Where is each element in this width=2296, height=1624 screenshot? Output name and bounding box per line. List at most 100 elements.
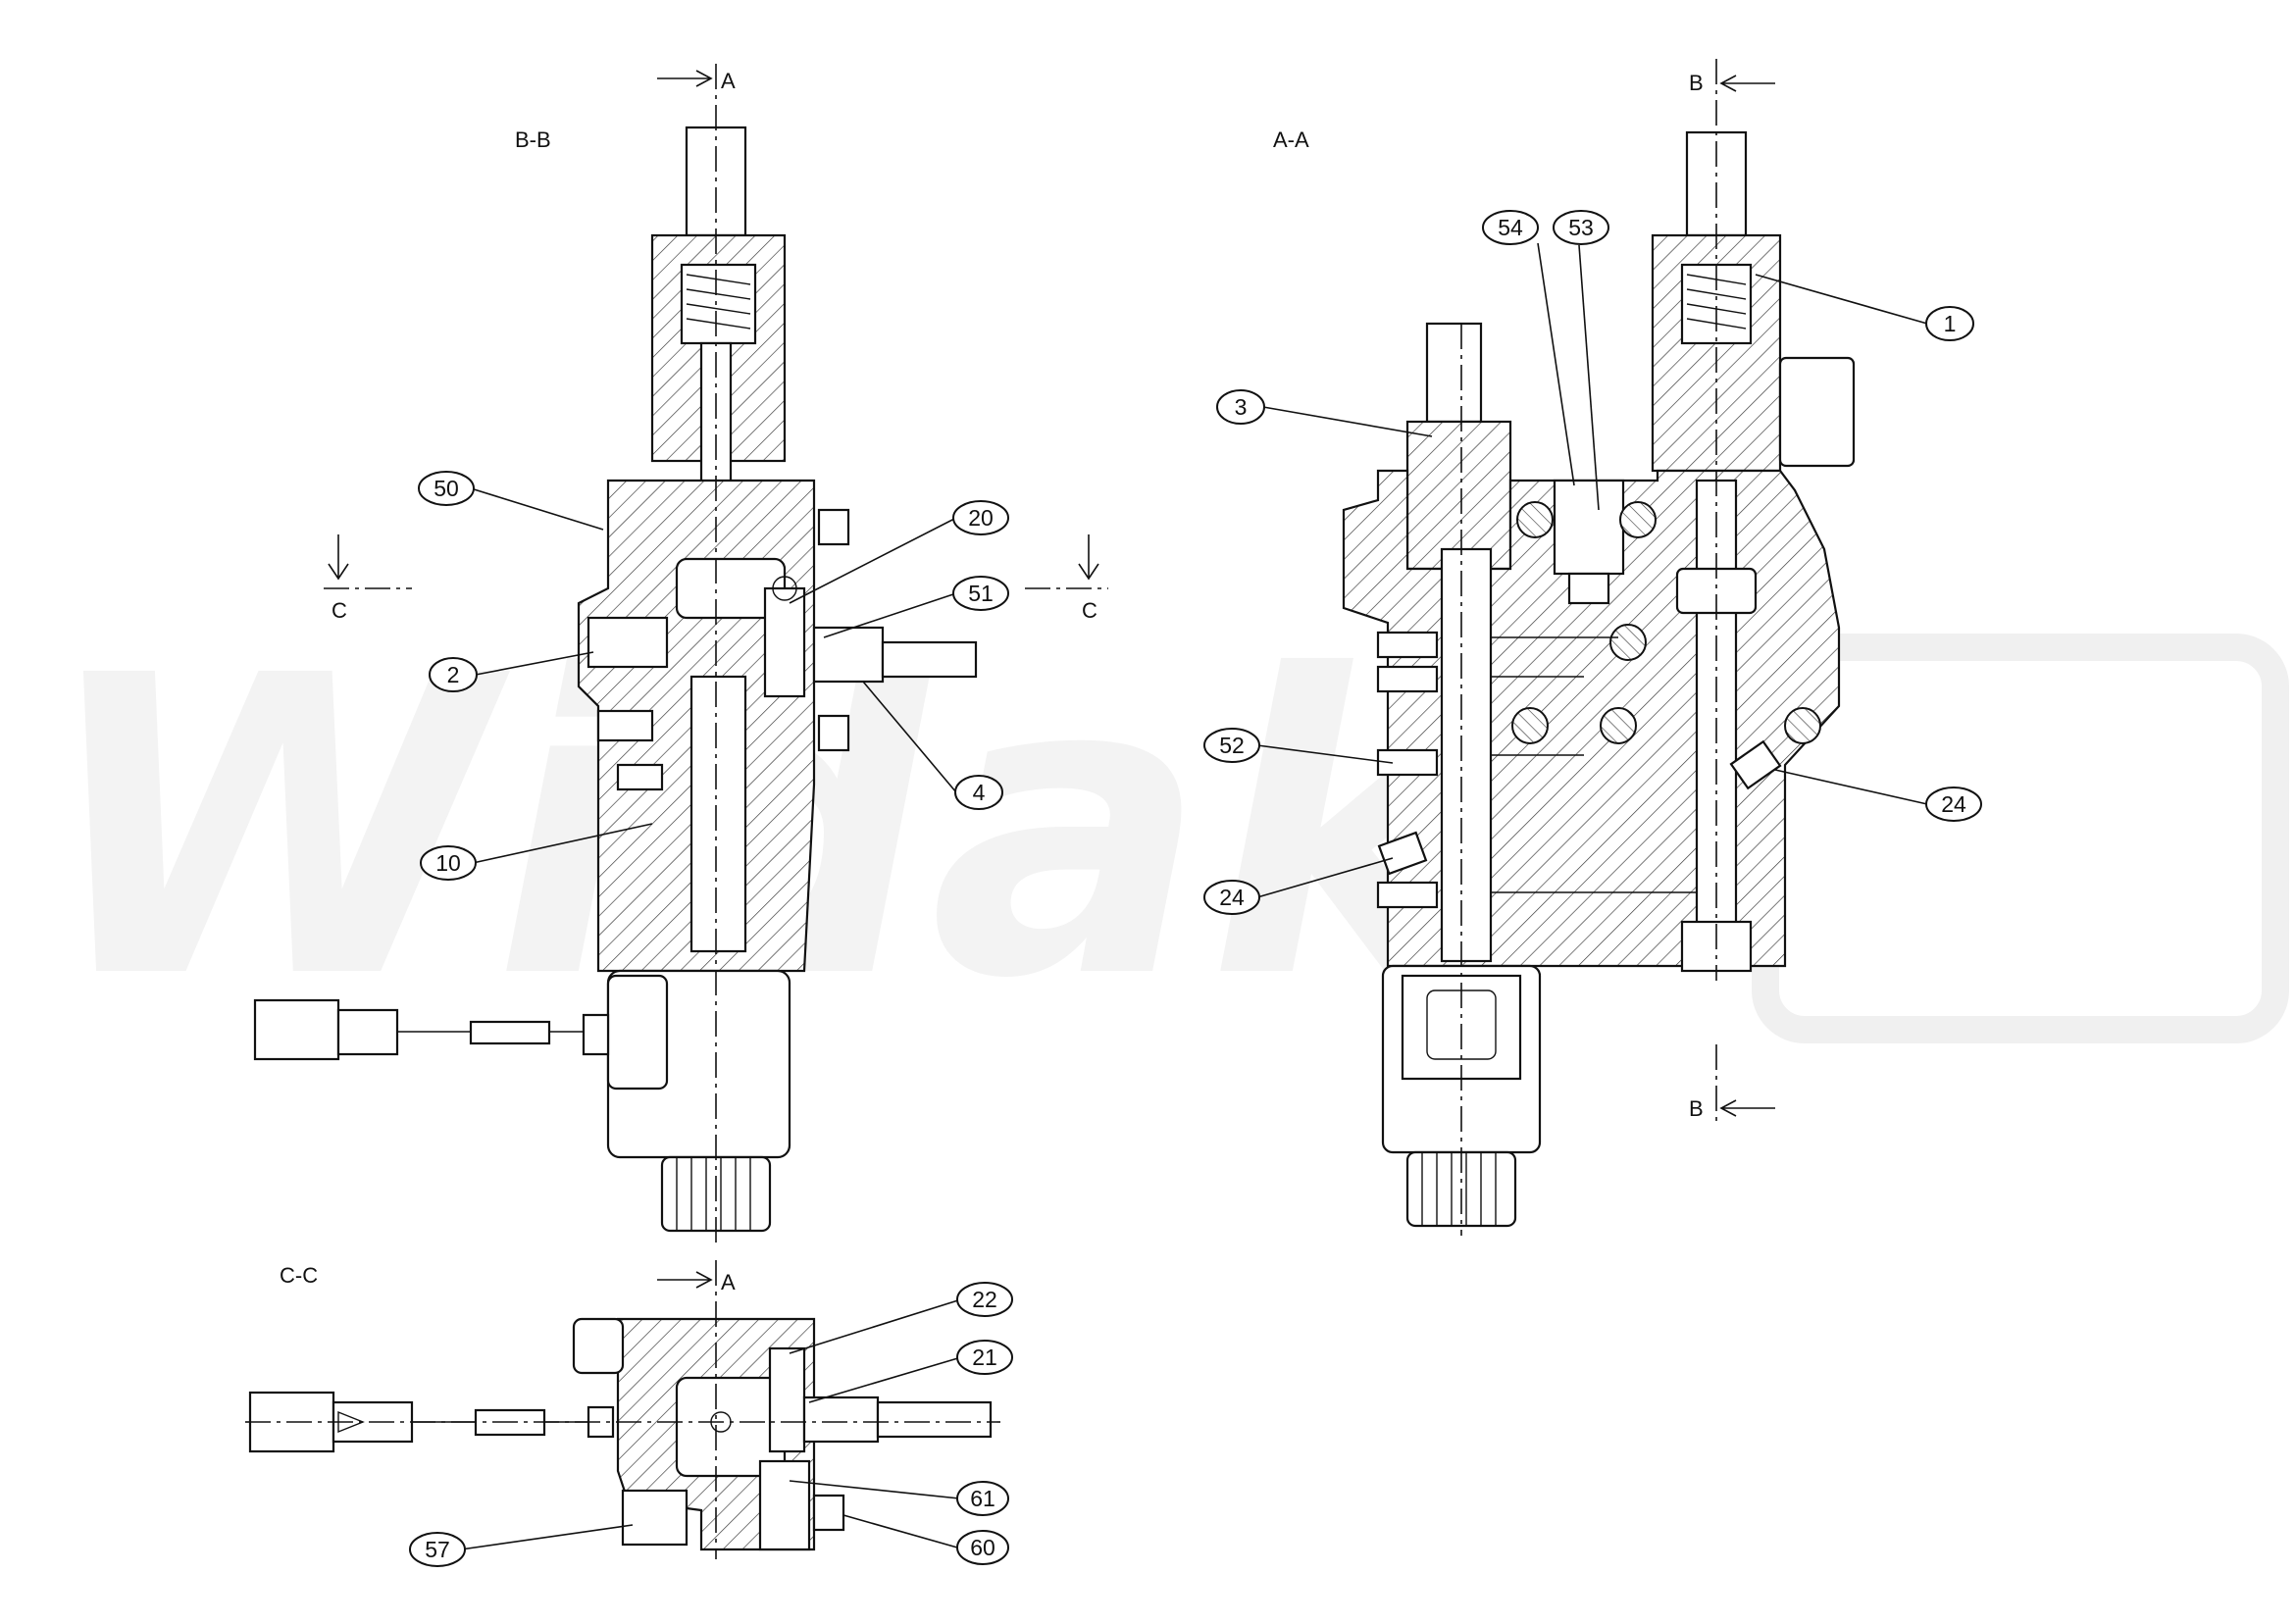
balloon-10 bbox=[420, 845, 477, 881]
balloon-1 bbox=[1925, 306, 1974, 341]
aa-check-24-right bbox=[1729, 739, 1782, 790]
aa-hole-3 bbox=[1609, 624, 1647, 661]
bb-spring-chamber bbox=[680, 263, 757, 345]
leader-2 bbox=[475, 651, 594, 676]
aa-section-b-bottom-letter: B bbox=[1689, 1096, 1704, 1121]
balloon-24-left bbox=[1203, 880, 1260, 915]
aa-port-plug-2 bbox=[1376, 665, 1439, 693]
balloon-22-label: 22 bbox=[972, 1287, 997, 1312]
cc-fitting-tip bbox=[876, 1400, 993, 1439]
balloon-53 bbox=[1553, 210, 1609, 245]
balloon-3-label: 3 bbox=[1235, 394, 1248, 420]
leader-10 bbox=[472, 823, 653, 864]
bb-cable-gland bbox=[582, 1013, 610, 1056]
leader-24-right bbox=[1774, 769, 1928, 805]
aa-section-b-top-letter: B bbox=[1689, 71, 1704, 95]
leader-22 bbox=[789, 1298, 962, 1354]
cc-fitting-21 bbox=[802, 1396, 880, 1444]
aa-left-bore bbox=[1440, 547, 1493, 963]
balloon-21-label: 21 bbox=[972, 1345, 997, 1370]
aa-hole-5 bbox=[1600, 707, 1637, 744]
balloon-61-label: 61 bbox=[970, 1486, 995, 1511]
balloon-60 bbox=[956, 1530, 1009, 1565]
bb-fitting-4-tip bbox=[881, 640, 978, 679]
balloon-61 bbox=[956, 1481, 1009, 1516]
balloon-60-label: 60 bbox=[970, 1535, 995, 1560]
leader-52 bbox=[1256, 744, 1394, 764]
bb-pin bbox=[772, 576, 797, 601]
aa-left-cartridge-stem bbox=[1425, 322, 1483, 424]
view-aa: A-A bbox=[1203, 59, 1982, 1236]
balloon-51 bbox=[952, 576, 1009, 611]
leader-60 bbox=[842, 1514, 958, 1548]
balloon-4 bbox=[954, 775, 1003, 810]
cc-spool-22 bbox=[768, 1346, 806, 1453]
cc-section-a-letter: A bbox=[721, 1270, 736, 1294]
bb-plug-neck bbox=[336, 1008, 399, 1056]
aa-plug-53 bbox=[1553, 479, 1625, 576]
leader-54 bbox=[1537, 242, 1575, 486]
leader-24-left bbox=[1256, 857, 1394, 898]
balloon-52 bbox=[1203, 728, 1260, 763]
bb-section-c-right-arrow bbox=[1078, 534, 1099, 581]
balloon-53-label: 53 bbox=[1568, 215, 1594, 240]
balloon-10-label: 10 bbox=[435, 850, 461, 876]
balloon-2-label: 2 bbox=[447, 662, 460, 687]
cc-section-a-arrow bbox=[657, 1271, 713, 1289]
balloon-24-right-label: 24 bbox=[1941, 791, 1966, 817]
leader-51 bbox=[823, 592, 957, 638]
aa-hole-1 bbox=[1516, 501, 1554, 538]
bb-side-plug-1 bbox=[596, 709, 654, 742]
bb-plug-2 bbox=[587, 616, 669, 669]
leader-57 bbox=[460, 1524, 634, 1550]
watermark-logo-frame bbox=[1752, 634, 2289, 1043]
balloon-20 bbox=[952, 500, 1009, 535]
leader-21 bbox=[808, 1356, 962, 1403]
balloon-3 bbox=[1216, 389, 1265, 425]
aa-section-b-top-arrow bbox=[1719, 75, 1775, 92]
aa-port-plug-3 bbox=[1376, 881, 1439, 909]
bb-vertical-bore bbox=[689, 675, 747, 953]
view-cc-label: C-C bbox=[280, 1263, 318, 1288]
view-cc: C-C A 22 21 61 57 bbox=[245, 1260, 1013, 1567]
aa-hole-6 bbox=[1784, 707, 1821, 744]
balloon-51-label: 51 bbox=[968, 581, 994, 606]
aa-port-plug-1 bbox=[1376, 631, 1439, 659]
aa-knob-knurl bbox=[1421, 1152, 1497, 1226]
bb-spool-20 bbox=[763, 586, 806, 698]
bb-spring bbox=[686, 274, 751, 330]
bb-section-c-left-letter: C bbox=[332, 598, 347, 623]
bb-fitting-4-body bbox=[812, 626, 885, 684]
view-aa-label: A-A bbox=[1273, 127, 1309, 152]
bb-section-a-top-arrow bbox=[657, 70, 713, 87]
view-bb: B-B C C bbox=[253, 64, 1108, 1245]
leader-61 bbox=[789, 1480, 960, 1499]
cc-top-boss bbox=[572, 1317, 625, 1375]
bb-knob-knurl bbox=[676, 1157, 751, 1231]
bb-solenoid-connector-box bbox=[606, 974, 669, 1091]
aa-drillings bbox=[1491, 636, 1697, 893]
leader-53 bbox=[1578, 244, 1600, 511]
balloon-24-right bbox=[1925, 787, 1982, 822]
leader-3 bbox=[1262, 406, 1433, 437]
balloon-1-label: 1 bbox=[1944, 311, 1957, 336]
balloon-57-label: 57 bbox=[425, 1537, 450, 1562]
bb-side-plug-2 bbox=[616, 763, 664, 791]
bb-screw-top bbox=[817, 508, 850, 546]
balloon-20-label: 20 bbox=[968, 505, 994, 531]
bb-plug-body bbox=[253, 998, 340, 1061]
aa-section-b-bottom-arrow bbox=[1719, 1099, 1775, 1117]
bb-section-c-right-letter: C bbox=[1082, 598, 1097, 623]
bb-cable-sleeve bbox=[469, 1020, 551, 1045]
bb-screw-mid bbox=[817, 714, 850, 752]
leader-1 bbox=[1755, 274, 1928, 325]
leader-20 bbox=[789, 517, 957, 604]
bb-section-a-top-letter: A bbox=[721, 69, 736, 93]
aa-hole-2 bbox=[1619, 501, 1657, 538]
aa-side-fitting bbox=[1778, 356, 1856, 468]
cc-plug-57 bbox=[621, 1489, 689, 1547]
balloon-24-left-label: 24 bbox=[1219, 885, 1245, 910]
balloon-50 bbox=[418, 471, 475, 506]
balloon-52-label: 52 bbox=[1219, 733, 1245, 758]
